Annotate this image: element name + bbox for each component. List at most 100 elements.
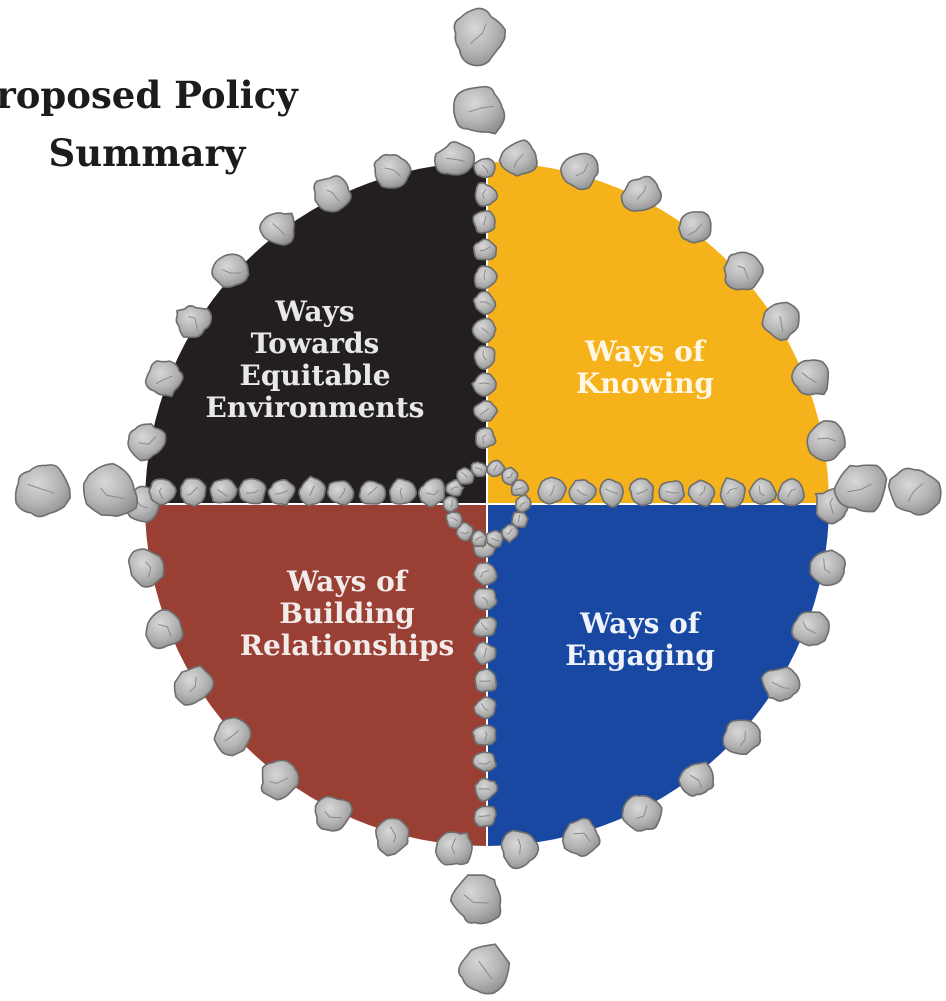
- stone-crack: [513, 153, 524, 169]
- stone-icon: [474, 668, 498, 693]
- label-ways-of-engaging: Ways of Engaging: [540, 608, 740, 672]
- stone-crack: [665, 490, 679, 494]
- stone-icon: [358, 480, 387, 505]
- label-line: Equitable: [239, 359, 391, 392]
- stone-icon: [127, 548, 165, 588]
- stone-icon: [211, 253, 250, 288]
- stone-icon: [501, 523, 519, 544]
- stone-crack: [367, 486, 378, 496]
- stone-crack: [491, 537, 500, 542]
- stone-icon: [719, 476, 746, 508]
- quadrant-top-left: [145, 162, 487, 504]
- stone-icon: [326, 480, 355, 506]
- stone-icon: [474, 182, 499, 207]
- stone-icon: [777, 477, 806, 507]
- stone-crack: [801, 372, 817, 384]
- stone-icon: [473, 265, 498, 290]
- stone-icon: [259, 212, 295, 246]
- stone-icon: [474, 777, 499, 803]
- stone-icon: [471, 724, 497, 746]
- stone-crack: [480, 703, 489, 712]
- stone-icon: [760, 666, 801, 702]
- stone-crack: [222, 269, 242, 274]
- stone-crack: [475, 536, 483, 541]
- stone-icon: [498, 139, 538, 177]
- stone-crack: [399, 487, 403, 500]
- stone-icon: [456, 466, 475, 485]
- stone-crack: [155, 375, 173, 385]
- stone-crack: [698, 485, 706, 497]
- stone-crack: [480, 408, 490, 416]
- stone-crack: [482, 351, 487, 361]
- stone-crack: [384, 167, 402, 177]
- label-ways-of-building-relationships: Ways of Building Relationships: [222, 566, 472, 662]
- stone-crack: [484, 731, 488, 742]
- stone-crack: [573, 832, 591, 843]
- stone-icon: [417, 477, 446, 508]
- page-title-line-1: roposed Policy: [0, 73, 298, 117]
- stone-crack: [425, 489, 440, 496]
- stone-crack: [390, 826, 397, 843]
- stone-icon: [470, 461, 488, 478]
- label-line: Ways of: [287, 565, 407, 598]
- stone-crack: [479, 760, 491, 765]
- stone-crack: [326, 189, 340, 202]
- stone-icon: [209, 478, 238, 504]
- stone-crack: [737, 265, 749, 280]
- stone-icon: [806, 420, 846, 462]
- stone-crack: [829, 497, 834, 515]
- stone-icon: [470, 372, 497, 397]
- stone-icon: [470, 529, 488, 548]
- stone-crack: [817, 437, 837, 442]
- stone-icon: [790, 611, 830, 647]
- stone-crack: [446, 157, 466, 162]
- stone-icon: [472, 290, 497, 316]
- stone-crack: [269, 777, 289, 784]
- stone-crack: [636, 805, 648, 820]
- stone-icon: [144, 360, 184, 398]
- stone-icon: [833, 464, 888, 513]
- stone-crack: [449, 499, 453, 508]
- stone-icon: [445, 511, 463, 530]
- stone-crack: [549, 485, 555, 497]
- label-line: Knowing: [575, 367, 715, 400]
- stone-icon: [452, 85, 506, 135]
- stone-icon: [677, 211, 712, 244]
- stone-crack: [158, 487, 164, 500]
- stone-crack: [450, 486, 459, 491]
- stone-crack: [100, 487, 125, 499]
- quadrant-bottom-left: [145, 504, 487, 846]
- stone-crack: [907, 483, 924, 502]
- stone-crack: [475, 467, 484, 472]
- stone-crack: [451, 838, 456, 855]
- label-line: Ways of: [580, 607, 700, 640]
- stone-icon: [434, 831, 473, 866]
- stone-icon: [561, 817, 601, 857]
- stone-icon: [453, 7, 507, 67]
- stone-crack: [463, 894, 489, 904]
- stone-icon: [599, 478, 624, 509]
- stone-crack: [823, 558, 831, 574]
- stone-crack: [138, 436, 157, 445]
- stone-crack: [517, 838, 522, 855]
- stone-crack: [739, 731, 746, 747]
- stone-crack: [272, 223, 286, 236]
- stone-crack: [467, 105, 494, 113]
- label-ways-of-knowing: Ways of Knowing: [540, 336, 750, 400]
- stone-crack: [575, 163, 589, 177]
- stone-crack: [188, 316, 199, 331]
- stone-crack: [636, 185, 647, 200]
- stone-icon: [887, 467, 942, 516]
- label-line: Towards: [250, 327, 380, 360]
- stone-crack: [189, 676, 197, 693]
- stone-crack: [483, 215, 487, 226]
- stone-icon: [722, 719, 762, 756]
- stone-icon: [621, 794, 663, 832]
- stone-icon: [375, 817, 410, 857]
- stone-icon: [560, 152, 599, 191]
- stone-crack: [224, 729, 239, 742]
- stone-icon: [173, 664, 215, 706]
- stone-icon: [568, 479, 597, 506]
- stone-icon: [449, 874, 502, 925]
